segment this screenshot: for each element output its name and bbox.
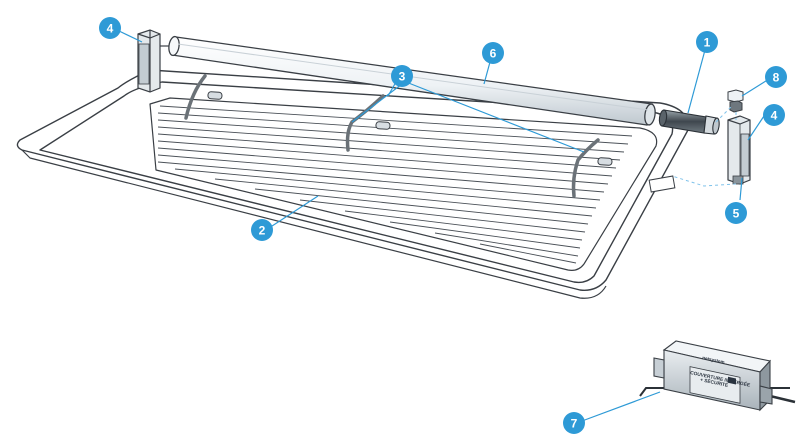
left-post	[137, 29, 170, 93]
svg-text:3: 3	[399, 70, 406, 84]
svg-text:4: 4	[771, 109, 778, 123]
callout-badge-5: 5	[725, 202, 747, 224]
callout-badge-6: 6	[482, 42, 504, 64]
callout-badge-3: 3	[391, 65, 413, 87]
svg-text:2: 2	[259, 224, 266, 238]
power-supply	[639, 340, 796, 412]
callout-badge-4-right: 4	[763, 104, 785, 126]
svg-text:1: 1	[704, 36, 711, 50]
right-post	[727, 115, 751, 185]
svg-text:6: 6	[490, 47, 497, 61]
callout-badge-1: 1	[696, 31, 718, 53]
callout-badge-4-left: 4	[99, 17, 121, 39]
skimmer-slots	[207, 91, 676, 193]
end-cap	[727, 89, 744, 113]
tubular-motor	[658, 109, 720, 135]
svg-text:4: 4	[107, 22, 114, 36]
callout-badge-7: 7	[563, 412, 585, 434]
roller-tube	[168, 35, 656, 126]
callouts: 4 6 3 1 8 4 5 2	[99, 17, 787, 434]
wiring-guides	[671, 105, 737, 187]
svg-text:7: 7	[571, 417, 578, 431]
svg-text:8: 8	[773, 71, 780, 85]
svg-text:5: 5	[733, 207, 740, 221]
psu-brand: netsystem	[702, 355, 725, 365]
cover-slats	[157, 105, 633, 264]
callout-leaders	[116, 29, 770, 422]
callout-badge-8: 8	[765, 66, 787, 88]
callout-badge-2: 2	[251, 219, 273, 241]
